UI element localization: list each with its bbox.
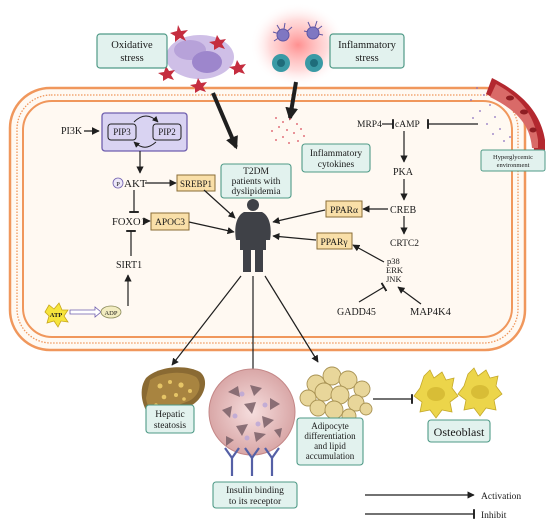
pip-box: PIP3 PIP2 [101,112,188,152]
patient-to-liver-arrow [171,275,242,366]
svg-text:SREBP1: SREBP1 [180,179,212,189]
mapk-to-ppar-gamma-arrow [352,244,385,263]
p-marker: P [112,177,124,189]
legend-activation-label: Activation [481,492,521,502]
oxidative-line-2: stress [120,53,143,64]
t2dm-line-1: T2DM [243,167,269,177]
adipocyte-line-3: and lipid [314,441,346,451]
mrp4-label: MRP4 [357,120,382,130]
adipocyte-line-2: differentiation [304,431,356,441]
legend-inhibit-label: Inhibit [481,511,507,521]
pi3k-label: PI3K [61,126,83,137]
patient-to-adipocyte-arrow [264,275,319,363]
tissue-icon [208,368,296,456]
sirt1-label: SIRT1 [116,260,142,271]
atp-icon: ATP [44,302,69,328]
inflammatory-stress-box: Inflammatory stress [329,33,405,69]
erk-label: ERK [386,265,404,275]
crtc2-label: CRTC2 [390,239,419,249]
insulin-line-1: Insulin binding [226,486,284,496]
insulin-receptor-icon [224,447,280,476]
hepatic-line-1: Hepatic [155,410,185,420]
fat-cells-icon [299,366,373,424]
pka-label: PKA [393,167,414,178]
pip3-label: PIP3 [113,127,131,137]
osteoblast-box: Osteoblast [427,419,491,443]
oxidative-stress-box: Oxidative stress [96,33,168,69]
t2dm-line-2: patients with [232,177,281,187]
insulin-line-2: to its receptor [229,497,282,507]
inflammatory-stress-line-2: stress [355,53,378,64]
inflammatory-stress-line-1: Inflammatory [338,40,396,51]
srebp1-box: SREBP1 [176,174,216,192]
ppar-alpha-to-patient-arrow [272,209,326,225]
adp-icon: ADP [100,305,122,319]
svg-text:Osteoblast: Osteoblast [434,425,485,439]
hyperglycemic-line-2: environment [497,162,530,169]
adipocyte-line-1: Adipocyte [311,421,349,431]
legend: Activation Inhibit [365,491,521,521]
hepatic-line-2: steatosis [154,421,186,431]
t2dm-line-3: dyslipidemia [231,187,281,197]
svg-text:ADP: ADP [104,310,117,317]
svg-text:ATP: ATP [50,312,63,319]
ppar-gamma-box: PPARγ [316,232,353,250]
hyperglycemic-line-1: Hyperglycemic [493,154,533,161]
inflammatory-cells-icon [250,3,346,87]
blood-vessel-icon [470,78,545,150]
oxidative-arrow [211,92,238,150]
ppar-gamma-to-patient-arrow [272,233,317,241]
akt-label: AKT [124,178,147,190]
map4k4-label: MAP4K4 [410,307,452,318]
gadd45-inhibits-mapk [358,282,388,303]
svg-text:PPARα: PPARα [330,206,358,216]
inflammatory-arrow [285,81,298,121]
atp-to-adp-arrow [69,306,102,318]
camp-label: cAMP [395,120,420,130]
cytokines-line-1: Inflammatory [310,148,362,159]
srebp1-to-patient-arrow [203,189,236,219]
apoc3-to-patient-arrow [188,221,235,235]
cytokine-dots [271,117,305,144]
oxidative-line-1: Oxidative [111,40,153,51]
svg-text:P: P [116,181,120,188]
patient-figure-icon [235,199,271,272]
osteoblast-icon [413,367,503,419]
ros-cell-icon [158,25,246,93]
map4k4-to-mapk-arrow [397,286,422,305]
jnk-label: JNK [386,274,402,284]
pip2-label: PIP2 [158,127,176,137]
ppar-alpha-box: PPARα [325,200,363,218]
svg-text:APOC3: APOC3 [155,218,185,228]
apoc3-box: APOC3 [150,212,190,231]
p38-label: p38 [387,256,400,266]
cytokines-line-2: cytokines [318,160,355,170]
gadd45-label: GADD45 [337,307,376,318]
adipocyte-line-4: accumulation [306,451,355,461]
svg-text:PPARγ: PPARγ [320,238,347,248]
foxo1-label: FOXO1 [112,217,146,228]
creb-label: CREB [390,205,416,216]
